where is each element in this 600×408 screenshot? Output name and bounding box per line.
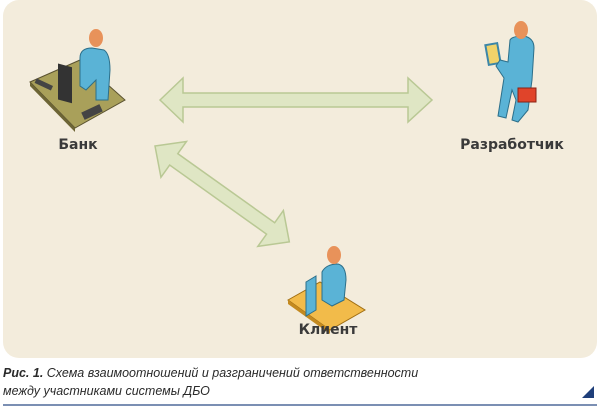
bank-icon: [29, 29, 126, 132]
corner-triangle-icon: [582, 386, 594, 398]
caption-line1: Схема взаимоотношений и разграничений от…: [43, 366, 419, 380]
caption-divider: [3, 404, 597, 406]
diagram-art: [29, 21, 537, 334]
node-label-bank: Банк: [58, 137, 98, 153]
node-label-developer: Разработчик: [460, 137, 564, 153]
caption-line2: между участниками системы ДБО: [3, 384, 210, 398]
node-label-client: Клиент: [298, 322, 358, 338]
developer-icon: [484, 21, 537, 123]
caption-prefix: Рис. 1.: [3, 366, 44, 380]
arrow-bank-developer: [158, 76, 434, 124]
client-icon: [287, 246, 366, 334]
arrow-bank-client: [154, 140, 291, 248]
figure-caption: Рис. 1. Схема взаимоотношений и разграни…: [3, 364, 418, 400]
